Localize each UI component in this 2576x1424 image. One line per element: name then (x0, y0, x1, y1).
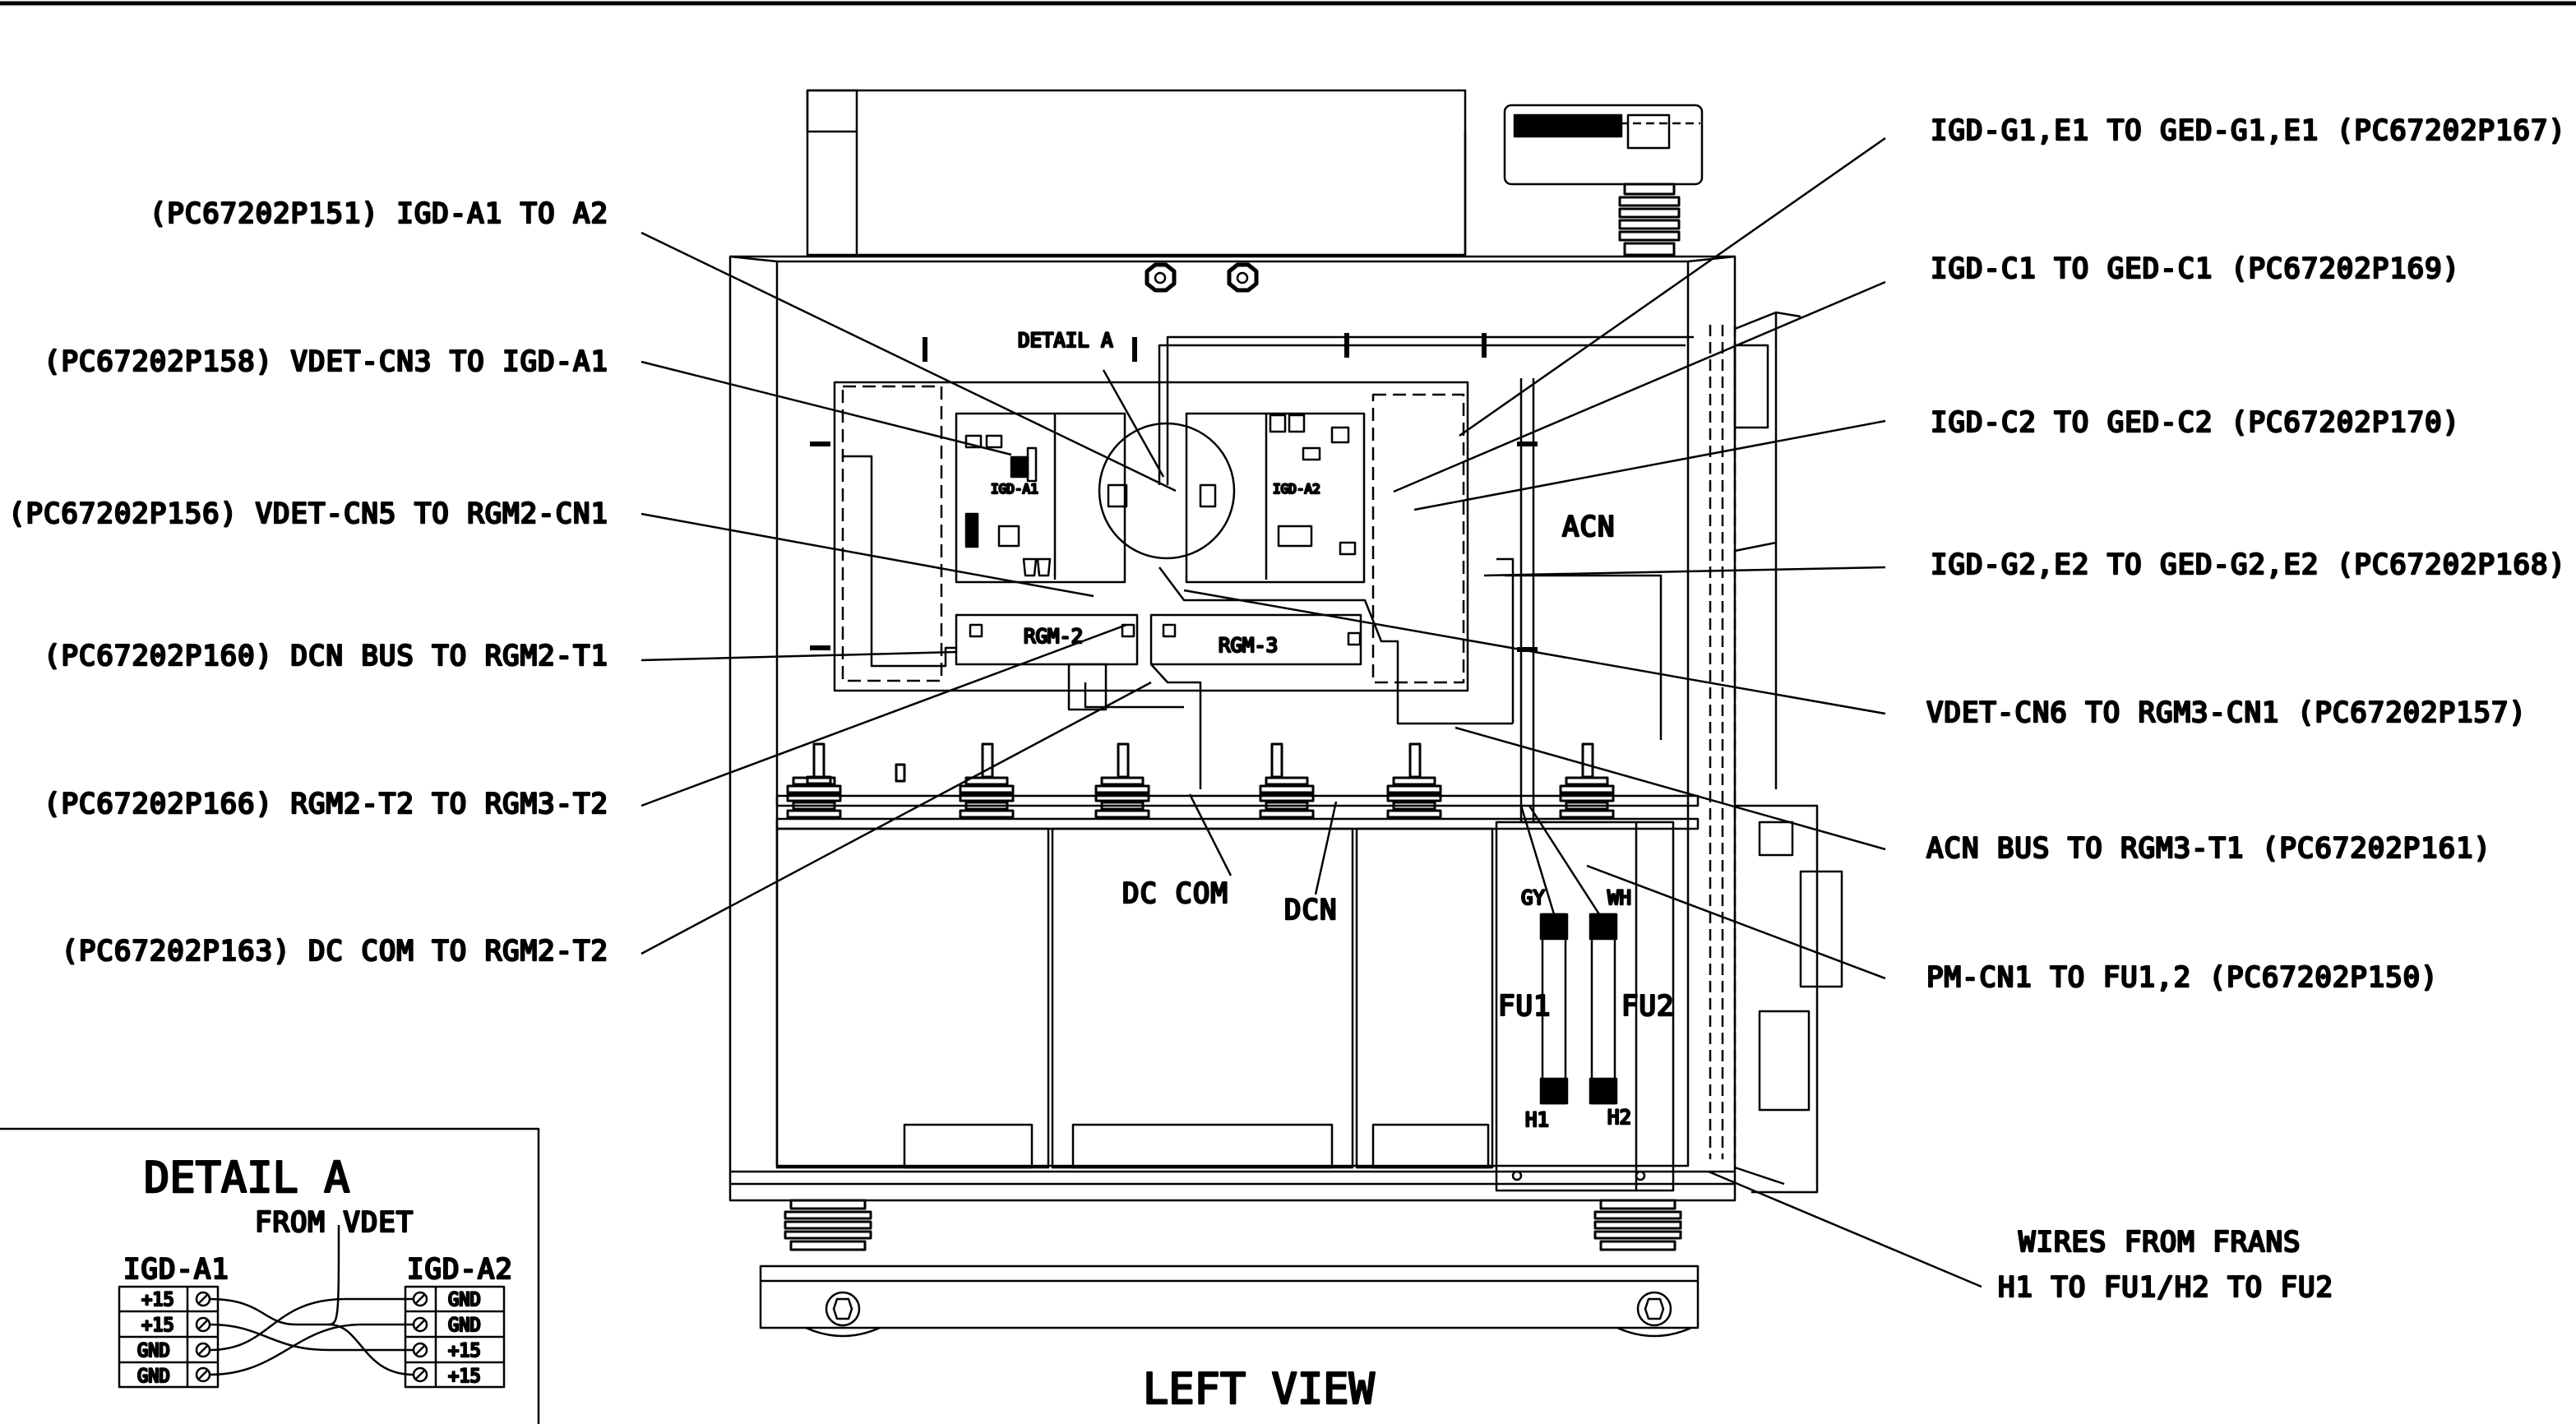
insulator-5 (1386, 776, 1442, 819)
label-h1-h2: H1 TO FU1/H2 TO FU2 (1998, 1271, 2333, 1304)
view-title: LEFT VIEW (1143, 1365, 1375, 1414)
dcn-label: DCN (1284, 894, 1337, 927)
igd-board-area (810, 333, 1694, 824)
label-igd-c1: IGD-C1 TO GED-C1 (PC67202P169) (1931, 252, 2460, 285)
label-vdet-cn6: VDET-CN6 TO RGM3-CN1 (PC67202P157) (1926, 696, 2527, 729)
wire-from-vdet (209, 1224, 340, 1326)
label-acn-bus: ACN BUS TO RGM3-T1 (PC67202P161) (1926, 832, 2491, 865)
right-labels: IGD-G1,E1 TO GED-G1,E1 (PC67202P167) IGD… (1926, 113, 2566, 1306)
h2-label: H2 (1607, 1106, 1631, 1129)
label-wires-from-frans: WIRES FROM FRANS (2019, 1226, 2301, 1259)
right-pin-1: GND (448, 1290, 481, 1311)
fuse-holder (1495, 805, 1675, 1192)
igd-a2-label: IGD-A2 (1273, 481, 1320, 497)
gy-label: GY (1521, 886, 1545, 909)
label-igd-a1-to-a2: (PC67202P151) IGD-A1 TO A2 (150, 197, 608, 230)
label-vdet-cn5: (PC67202P156) VDET-CN5 TO RGM2-CN1 (8, 497, 608, 530)
detail-a-from: FROM VDET (255, 1206, 414, 1239)
label-pm-cn1: PM-CN1 TO FU1,2 (PC67202P150) (1926, 961, 2439, 994)
acn-label: ACN (1562, 511, 1615, 543)
detail-a-left-header: IGD-A1 (123, 1253, 229, 1286)
insulator-4 (1259, 776, 1315, 819)
insulator-1 (786, 776, 842, 819)
insulator-6 (1559, 776, 1615, 819)
left-pin-3: GND (137, 1341, 170, 1362)
left-labels: (PC67202P151) IGD-A1 TO A2 (PC67202P158)… (7, 196, 608, 969)
insulator-3 (1094, 776, 1150, 819)
left-pin-4: GND (137, 1366, 170, 1387)
rgm-2-label: RGM-2 (1024, 625, 1083, 648)
label-dc-com: (PC67202P163) DC COM TO RGM2-T2 (61, 935, 608, 968)
left-pin-1: +15 (141, 1290, 174, 1311)
insulator-stacks (786, 742, 1615, 819)
fu1-label: FU1 (1498, 990, 1551, 1023)
igd-a1-label: IGD-A1 (991, 481, 1038, 497)
right-side-panel (1709, 311, 1843, 1194)
label-igd-g1e1: IGD-G1,E1 TO GED-G1,E1 (PC67202P167) (1931, 114, 2566, 147)
leader-lines (641, 136, 1982, 1288)
insulator-2 (959, 776, 1015, 819)
left-pin-2: +15 (141, 1315, 174, 1336)
detail-a-title: DETAIL A (144, 1154, 349, 1203)
capacitor-bank (775, 794, 1700, 1169)
base-and-feet (759, 1199, 1700, 1338)
right-pin-3: +15 (448, 1341, 481, 1362)
component-labels: DETAIL A IGD-A1 IGD-A2 RGM-2 RGM-3 ACN D… (990, 328, 1675, 1416)
label-vdet-cn3: (PC67202P158) VDET-CN3 TO IGD-A1 (44, 345, 608, 378)
detail-a-tag: DETAIL A (1018, 329, 1113, 352)
detail-a-inset: DETAIL A FROM VDET IGD-A1 IGD-A2 +15 +15… (0, 1127, 540, 1424)
right-pin-4: +15 (448, 1366, 481, 1387)
right-pin-2: GND (448, 1315, 481, 1336)
roof-component (1503, 104, 1704, 257)
fu2-label: FU2 (1621, 990, 1674, 1023)
dc-com-label: DC COM (1122, 877, 1228, 910)
label-dcn-bus: (PC67202P160) DCN BUS TO RGM2-T1 (44, 640, 608, 673)
h1-label: H1 (1525, 1108, 1549, 1131)
wh-label: WH (1607, 886, 1631, 909)
label-igd-c2: IGD-C2 TO GED-C2 (PC67202P170) (1931, 406, 2460, 439)
detail-a-right-header: IGD-A2 (407, 1253, 513, 1286)
label-igd-g2e2: IGD-G2,E2 TO GED-G2,E2 (PC67202P168) (1931, 548, 2566, 581)
rgm-3-label: RGM-3 (1219, 634, 1278, 657)
label-rgm2-t2: (PC67202P166) RGM2-T2 TO RGM3-T2 (44, 788, 608, 821)
